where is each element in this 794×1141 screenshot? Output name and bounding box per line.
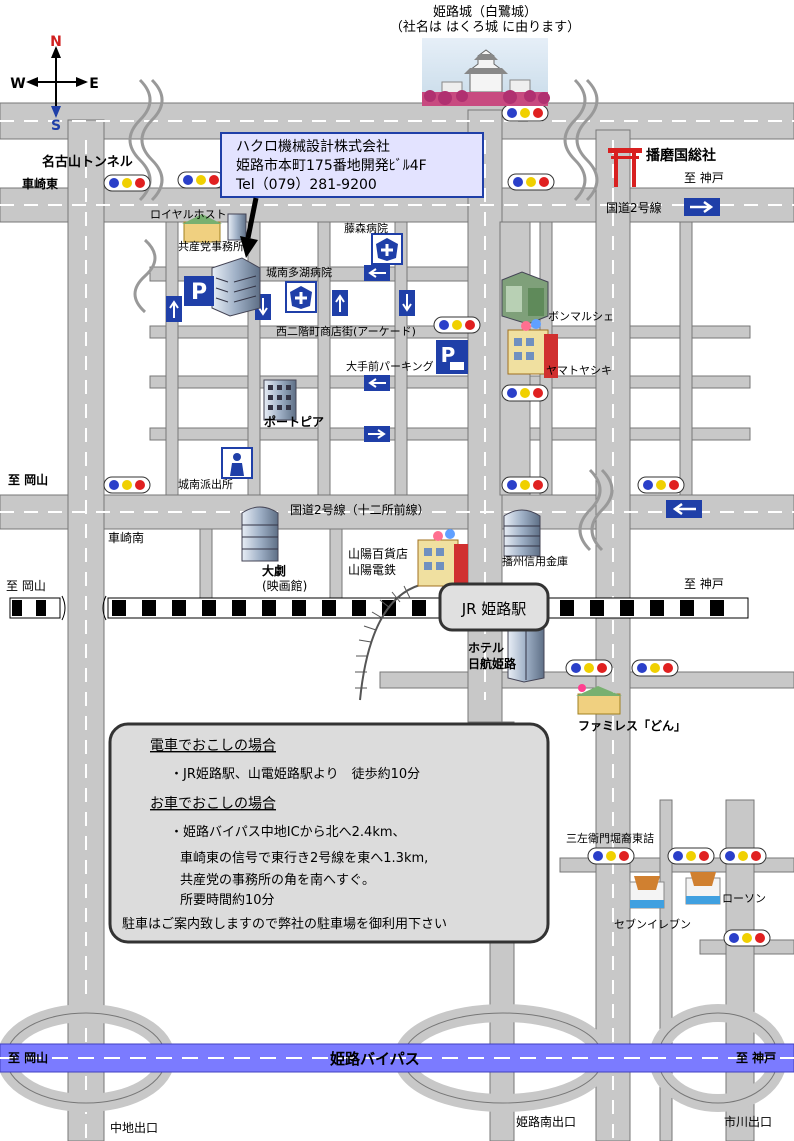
castle-image <box>422 38 550 106</box>
train-text: ・JR姫路駅、山電姫路駅より 徒歩約10分 <box>170 766 420 782</box>
label-banshu-bank: 播州信用金庫 <box>502 554 568 568</box>
label-jonan-tako: 城南多湖病院 <box>266 265 332 279</box>
car-line-2: 車崎東の信号で東行き2号線を東へ1.3km, <box>180 850 428 866</box>
arrow-left-icon <box>364 375 390 391</box>
label-jonan-koban: 城南派出所 <box>178 477 233 491</box>
label-to-okayama-2: 至 岡山 <box>6 579 46 593</box>
car-line-4: 所要時間約10分 <box>180 893 275 908</box>
label-royal-host: ロイヤルホスト <box>150 208 227 221</box>
arrow-right-icon <box>364 426 390 442</box>
jr-station-box: JR 姫路駅 <box>438 582 550 632</box>
label-harima-shrine: 播磨国総社 <box>646 147 716 164</box>
label-seven: セブンイレブン <box>614 917 691 931</box>
label-lawson: ローソン <box>722 892 766 905</box>
bypass <box>0 1004 794 1112</box>
compass-e: E <box>89 76 99 92</box>
label-kurumazaki-higashi: 車崎東 <box>22 176 58 191</box>
arrow-up-icon <box>332 290 348 316</box>
label-yamatoyashiki: ヤマトヤシキ <box>546 364 612 377</box>
car-line-1: ・姫路バイパス中地ICから北へ2.4km、 <box>170 824 406 840</box>
label-fujimori: 藤森病院 <box>344 221 388 235</box>
one-way-signs <box>166 198 720 518</box>
train-heading: 電車でおこしの場合 <box>150 737 276 754</box>
arrow-left-icon <box>666 500 702 518</box>
directions-panel: 電車でおこしの場合 ・JR姫路駅、山電姫路駅より 徒歩約10分 お車でおこしの場… <box>108 722 550 944</box>
label-kurumazaki-minami: 車崎南 <box>108 530 144 545</box>
label-nagoyama-tunnel: 名古山トンネル <box>42 154 133 170</box>
label-route2: 国道2号線 <box>606 200 662 215</box>
label-sanyo-dept: 山陽百貨店 <box>348 546 408 561</box>
label-to-kobe-3: 至 神戸 <box>736 1050 776 1065</box>
tunnel-squiggles <box>128 78 614 552</box>
compass-s: S <box>51 118 61 134</box>
building-icon <box>182 213 721 909</box>
compass-w: W <box>10 76 25 92</box>
label-hotel-name: 日航姫路 <box>468 656 517 671</box>
traffic-lights <box>103 104 771 947</box>
company-tel: Tel（079）281-9200 <box>235 177 377 193</box>
label-daigeki: 大劇 <box>262 563 286 578</box>
arrow-down-icon <box>399 290 415 316</box>
jr-station-label: JR 姫路駅 <box>461 600 527 618</box>
parking-note: 駐車はご案内致しますので弊社の駐車場を御利用下さい <box>122 916 447 932</box>
company-address: 姫路市本町175番地開発ﾋﾞﾙ4F <box>236 157 427 174</box>
label-sanzaemon: 三左衛門堀裔東詰 <box>566 831 654 845</box>
label-hotel: ホテル <box>468 641 504 655</box>
road-east-ns <box>595 129 631 1141</box>
label-route2-juni: 国道2号線（十二所前線） <box>290 502 430 517</box>
label-otemae-parking: 大手前パーキング <box>346 359 434 373</box>
police-icon <box>221 447 253 479</box>
car-line-3: 共産党の事務所の角を南へすぐ。 <box>180 872 375 888</box>
label-port-pia: ポートピア <box>264 414 324 429</box>
map-labels: 姫路城（白鷺城） （社名は はくろ城 に由ります） 名古山トンネル 車崎東 ロイ… <box>6 4 776 1135</box>
label-sanyo-rail: 山陽電鉄 <box>348 562 396 577</box>
arrow-right-icon <box>684 198 720 216</box>
label-to-kobe-1: 至 神戸 <box>684 171 724 185</box>
label-kyosanto: 共産党事務所 <box>178 239 244 253</box>
label-family-rest: ファミレス「どん」 <box>578 718 686 733</box>
compass-n: N <box>50 34 62 50</box>
hospital-icon <box>285 233 403 313</box>
label-ichikawa-exit: 市川出口 <box>724 1114 772 1129</box>
svg-text:P: P <box>191 280 207 305</box>
label-bon-marche: ボンマルシェ <box>548 310 614 323</box>
jr-railway <box>9 584 749 701</box>
svg-text:P: P <box>441 343 456 367</box>
castle-note: （社名は はくろ城 に由ります） <box>390 19 580 35</box>
label-bypass: 姫路バイパス <box>330 1050 420 1068</box>
label-nishi-nikai: 西二階町商店街(アーケード) <box>276 324 416 338</box>
arrow-left-icon <box>364 265 390 281</box>
label-to-kobe-2: 至 神戸 <box>684 577 724 591</box>
label-minami-exit: 姫路南出口 <box>516 1114 576 1129</box>
company-name: ハクロ機械設計株式会社 <box>236 139 390 155</box>
label-to-okayama-1: 至 岡山 <box>8 472 48 487</box>
label-daigeki-sub: (映画館) <box>262 578 307 593</box>
compass-icon: N S W E <box>10 34 99 134</box>
company-info-box: ハクロ機械設計株式会社 姫路市本町175番地開発ﾋﾞﾙ4F Tel（079）28… <box>220 132 484 258</box>
parking-icon: P P <box>184 276 468 374</box>
label-nakachi-exit: 中地出口 <box>110 1120 158 1135</box>
torii-icon <box>608 148 642 187</box>
car-heading: お車でおこしの場合 <box>150 795 276 812</box>
arrow-up-icon <box>166 296 182 322</box>
castle-title: 姫路城（白鷺城） <box>433 4 537 20</box>
label-to-okayama-3: 至 岡山 <box>8 1050 48 1065</box>
